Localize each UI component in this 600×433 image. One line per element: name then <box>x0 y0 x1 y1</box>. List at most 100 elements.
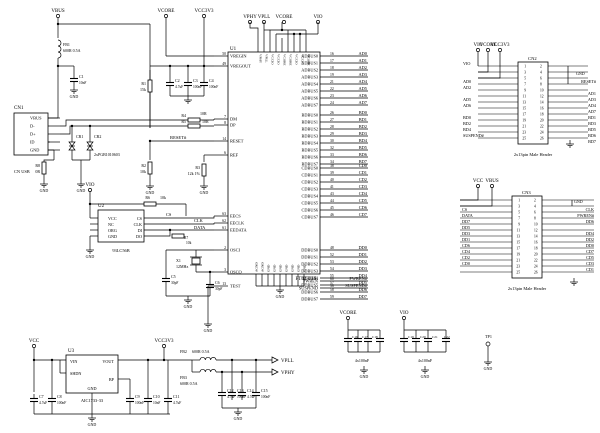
cn3-pin-number: 3 <box>518 205 520 209</box>
cn3-left-label: CD0 <box>462 261 470 266</box>
cn2-right-label: BD5 <box>588 127 596 132</box>
u1-bottom-pin-name: GND <box>291 264 295 272</box>
power-net-label: VCC <box>473 179 484 184</box>
u1-port-net: CD3 <box>359 184 368 189</box>
u1-bottom-pin-name: AGND <box>261 262 265 272</box>
cr1-ref: CR1 <box>76 134 83 139</box>
cn3-pin-number: 6 <box>534 211 536 215</box>
u1-port-pin-number: 43 <box>330 192 334 196</box>
cr1-diode <box>68 145 76 151</box>
u1-pin-name: EEDATA <box>230 228 248 233</box>
power-net-label: VCC3V3 <box>195 9 214 14</box>
u1-port-pin-number: 52 <box>330 253 334 257</box>
power-port <box>490 184 494 188</box>
cn2-right-label: AD7 <box>588 109 596 114</box>
u1-pin-name: RESET <box>230 139 244 144</box>
cn3-pin-number: 7 <box>518 217 520 221</box>
cn2-left-label: VIO <box>463 61 470 66</box>
u1-port-pin-name: ADBUS7 <box>301 103 319 108</box>
capacitor-ref: C10 <box>153 394 160 399</box>
u1-port-pin-name: BDBUS0 <box>302 113 318 118</box>
power-net-label: VPHY <box>243 15 257 20</box>
power-port <box>486 48 490 52</box>
u1-port-pin-name: BDBUS6 <box>302 155 319 160</box>
cn3-right-label: DD4 <box>586 231 595 236</box>
u3-pin-name: SHDN <box>70 371 81 376</box>
u3-pin-name: VOUT <box>102 359 114 364</box>
clk-net: CLK <box>194 218 204 223</box>
capacitor-value: 10nF <box>79 81 86 85</box>
u1-port-pin-number: 30 <box>330 139 334 143</box>
cn3-right-label: CD3 <box>586 261 594 266</box>
u1-port-net: DD5 <box>358 280 367 285</box>
u1-top-pin-name: VCCIO <box>301 54 305 65</box>
u1-part: FT4232HL <box>296 277 319 282</box>
cn3-pin-number: 4 <box>534 205 536 209</box>
u1-port-net: CD5 <box>359 198 368 203</box>
junction-dot <box>186 64 190 68</box>
cn3-pin-number: 9 <box>518 223 520 227</box>
u2-pin-name: ORG <box>108 228 117 233</box>
u1-port-pin-name: DDBUS5 <box>301 283 318 288</box>
r4-value: 10R <box>200 111 207 116</box>
u1-port-pin-name: CDBUS0 <box>302 166 318 171</box>
u1-port-pin-name: DDBUS2 <box>301 262 318 267</box>
u1-port-pin-name: BDBUS7 <box>302 162 319 167</box>
u1-top-pin-name: VPHY <box>259 54 263 64</box>
x1-ref: X1 <box>176 258 181 263</box>
cn2-right-label: BD6 <box>588 133 596 138</box>
power-port <box>476 184 480 188</box>
cr2-diode <box>86 145 94 151</box>
u1-port-pin-name: CDBUS4 <box>302 194 319 199</box>
u1-port-pin-number: 18 <box>330 66 334 70</box>
u3-pin-name: GND <box>87 386 96 391</box>
ground-label: GND <box>204 328 213 333</box>
cn3-right-label: DD6 <box>586 219 594 224</box>
junction-dot <box>88 124 92 128</box>
u1-port-pin-name: DDBUS3 <box>301 269 318 274</box>
cn3-part: 2x13pin Male Header <box>508 286 547 291</box>
u3-part: AIC1733-33 <box>81 398 104 403</box>
capacitor-ref: C7 <box>39 394 44 399</box>
capacitor-value: 4.7uF <box>247 395 255 399</box>
cn2-pin-number: 10 <box>540 89 544 93</box>
u1-pwren-name: PWREN <box>303 279 318 284</box>
u1-pin-number: 61 <box>222 226 226 230</box>
cn3-left-label: DD5 <box>462 225 470 230</box>
cn3-left-label: DD7 <box>462 219 470 224</box>
u1-suspend-net: SUSPEND# <box>345 283 368 288</box>
cn2-ref: CN2 <box>528 56 537 61</box>
resistor-body <box>143 201 157 207</box>
power-net-label: VCC3V3 <box>155 339 174 344</box>
vphy-net: VPHY <box>281 371 295 376</box>
u1-port-pin-number: 38 <box>330 164 334 168</box>
u1-port-net: DD2 <box>358 259 367 264</box>
ground-label: GND <box>276 294 285 299</box>
capacitor-value: 30pF <box>215 287 222 291</box>
u1-port-pin-name: ADBUS1 <box>301 61 318 66</box>
u3-pin-name: VIN <box>70 359 77 364</box>
power-net-label: VIO <box>314 15 323 20</box>
junction-dot <box>240 370 244 374</box>
u1-pin-number: 36 <box>330 284 334 288</box>
u1-port-pin-number: 22 <box>330 87 334 91</box>
vio-bank-ref: C20 <box>420 335 426 339</box>
u1-pin-name: OSCO <box>230 270 242 275</box>
u1-port-pin-number: 27 <box>330 118 334 122</box>
ground-label: GND <box>77 188 86 193</box>
junction-dot <box>280 28 284 32</box>
u1-port-net: AD1 <box>358 58 367 63</box>
resistor-body <box>41 161 47 175</box>
cn3-ref: CN3 <box>522 190 531 195</box>
power-net-label: VCC <box>29 339 40 344</box>
u1-bottom-pin-name: GND <box>303 264 307 272</box>
junction-dot <box>168 228 172 232</box>
cn2-right-label: BD7 <box>588 139 596 144</box>
resistor-value: 10R <box>202 119 209 124</box>
u1-port-pin-number: 55 <box>330 274 334 278</box>
cn2-left-label: BD4 <box>463 127 472 132</box>
capacitor-ref: C15 <box>261 388 268 393</box>
u1-port-pin-name: DDBUS4 <box>301 276 319 281</box>
cn2-right-label: AD1 <box>588 91 596 96</box>
data-net: DATA <box>194 225 206 230</box>
